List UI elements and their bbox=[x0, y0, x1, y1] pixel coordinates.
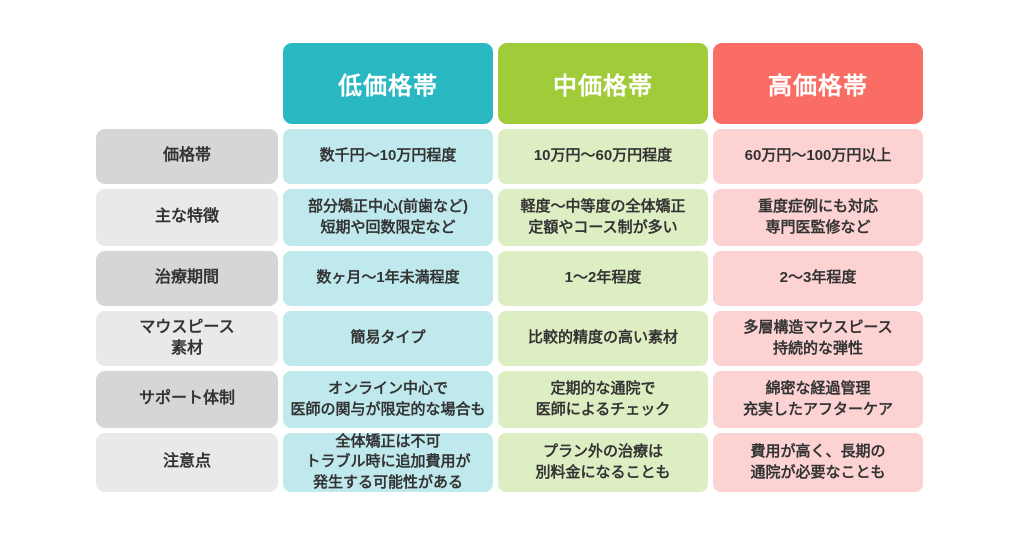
table-cell-low: 簡易タイプ bbox=[283, 311, 493, 366]
table-cell-mid: プラン外の治療は 別料金になることも bbox=[498, 433, 708, 492]
table-cell-mid: 比較的精度の高い素材 bbox=[498, 311, 708, 366]
table-cell-low: 全体矯正は不可 トラブル時に追加費用が 発生する可能性がある bbox=[283, 433, 493, 492]
row-label: 主な特徴 bbox=[96, 189, 278, 246]
table-cell-high: 重度症例にも対応 専門医監修など bbox=[713, 189, 923, 246]
table-cell-high: 綿密な経過管理 充実したアフターケア bbox=[713, 371, 923, 428]
table-cell-high: 2〜3年程度 bbox=[713, 251, 923, 306]
table-cell-mid: 1〜2年程度 bbox=[498, 251, 708, 306]
table-cell-high: 費用が高く、長期の 通院が必要なことも bbox=[713, 433, 923, 492]
table-cell-high: 多層構造マウスピース 持続的な弾性 bbox=[713, 311, 923, 366]
row-label: 治療期間 bbox=[96, 251, 278, 306]
column-header-high: 高価格帯 bbox=[713, 43, 923, 124]
table-cell-low: 数千円〜10万円程度 bbox=[283, 129, 493, 184]
header-corner-spacer bbox=[96, 43, 278, 124]
table-cell-low: 部分矯正中心(前歯など) 短期や回数限定など bbox=[283, 189, 493, 246]
row-label: 注意点 bbox=[96, 433, 278, 492]
table-cell-mid: 10万円〜60万円程度 bbox=[498, 129, 708, 184]
column-header-mid: 中価格帯 bbox=[498, 43, 708, 124]
table-cell-low: オンライン中心で 医師の関与が限定的な場合も bbox=[283, 371, 493, 428]
column-header-low: 低価格帯 bbox=[283, 43, 493, 124]
row-label: 価格帯 bbox=[96, 129, 278, 184]
table-cell-mid: 軽度〜中等度の全体矯正 定額やコース制が多い bbox=[498, 189, 708, 246]
row-label: マウスピース 素材 bbox=[96, 311, 278, 366]
table-cell-mid: 定期的な通院で 医師によるチェック bbox=[498, 371, 708, 428]
table-cell-high: 60万円〜100万円以上 bbox=[713, 129, 923, 184]
table-cell-low: 数ヶ月〜1年未満程度 bbox=[283, 251, 493, 306]
row-label: サポート体制 bbox=[96, 371, 278, 428]
